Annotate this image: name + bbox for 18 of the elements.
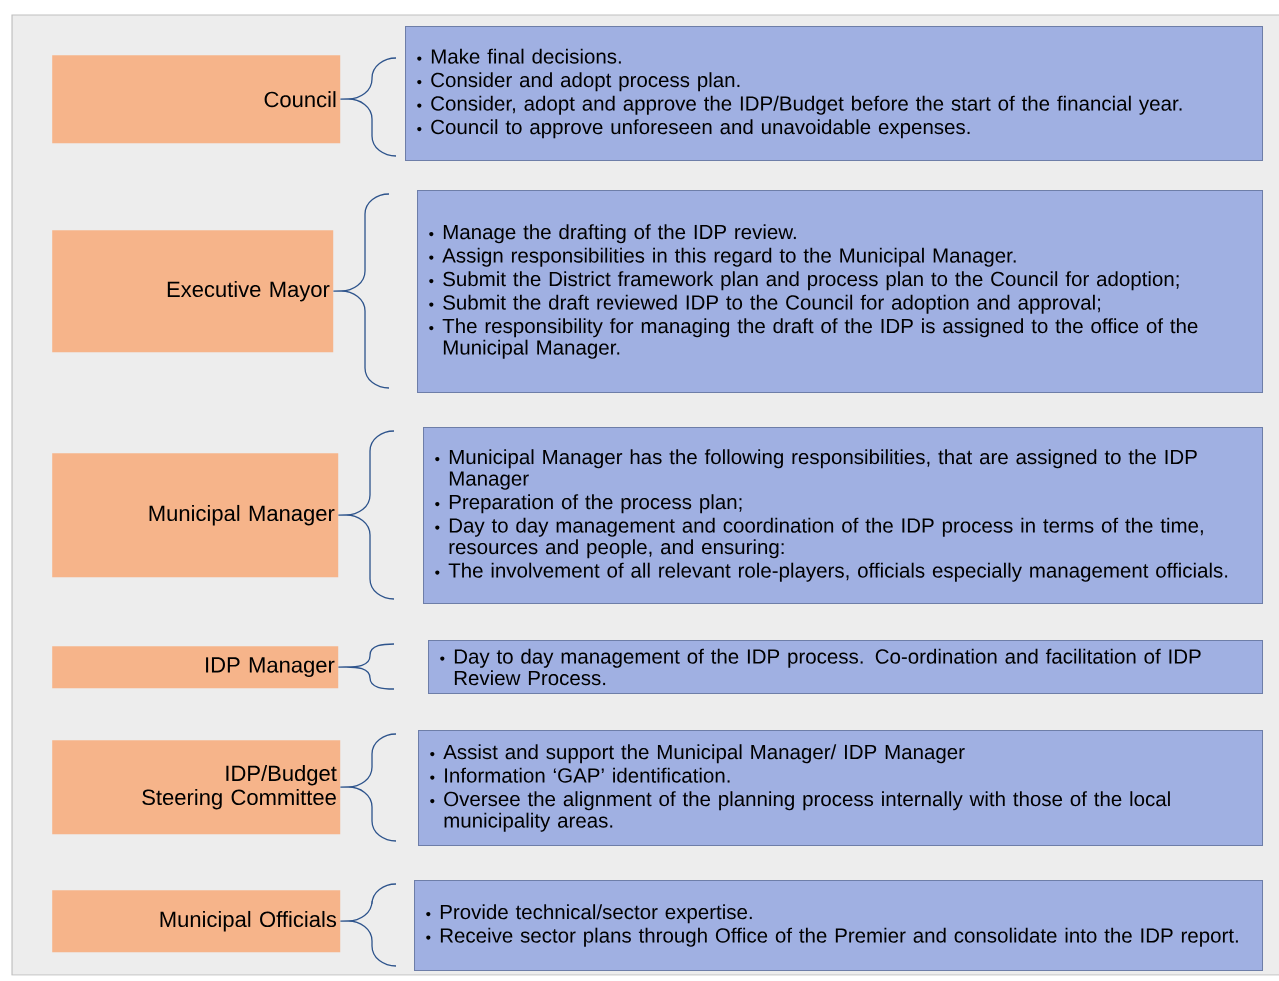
- responsibility-box: Manage the drafting of the IDP review. Assign responsibilities in this regard to the Municipal Manager. Submit the District framework plan and process plan to the Council for adoption; Submit the draft reviewed IDP to the Council for adoption and approval; The responsibility for managing the draft of the IDP is assigned to the office of the Municipal Manager.: [417, 190, 1263, 393]
- role-box: Municipal Officials: [52, 890, 341, 953]
- brace-connector: [332, 193, 390, 389]
- brace-connector: [339, 733, 397, 842]
- responsibility-box: Make final decisions. Consider and adopt process plan. Consider, adopt and approve the IDP/Budget before the start of the financial year. Council to approve unforeseen and unavoidable expenses.: [405, 26, 1263, 161]
- responsibility-box: Provide technical/sector expertise. Receive sector plans through Office of the Premier and consolidate into the IDP report.: [414, 880, 1263, 971]
- responsibility-box: Municipal Manager has the following responsibilities, that are assigned to the IDP Manager Preparation of the process plan; Day to day management and coordination of the IDP process in terms of the time, resources and people, and ensuring: The involvement of all relevant role-players, officials especially management officials.: [423, 427, 1263, 604]
- responsibility-box: Day to day management of the IDP process. Co-ordination and facilitation of IDP Review Process.: [428, 640, 1263, 694]
- brace-connector: [337, 643, 395, 690]
- role-box: IDP Manager: [52, 646, 339, 689]
- role-box: Council: [52, 55, 341, 144]
- role-box: IDP/Budget Steering Committee: [52, 740, 341, 835]
- role-box: Executive Mayor: [52, 230, 334, 353]
- brace-connector: [337, 430, 395, 600]
- role-box: Municipal Manager: [52, 453, 339, 578]
- responsibility-box: Assist and support the Municipal Manager/ IDP Manager Information ‘GAP’ identification. Oversee the alignment of the planning process internally with those of the local municipality areas.: [418, 730, 1263, 846]
- brace-connector: [339, 883, 397, 967]
- brace-connector: [339, 57, 397, 157]
